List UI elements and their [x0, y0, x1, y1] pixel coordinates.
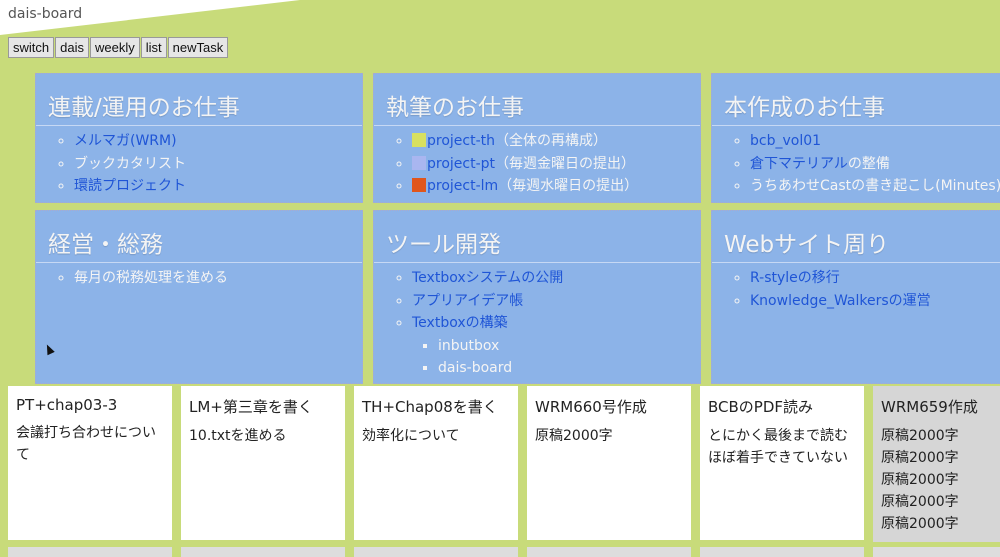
item-link[interactable]: Textboxの構築 — [412, 315, 508, 331]
panel-title: 執筆のお仕事 — [374, 88, 700, 126]
panel-list: メルマガ(WRM) ブックカタリスト環読プロジェクト — [36, 130, 362, 198]
task-title: TH+Chap08を書く — [362, 398, 498, 416]
item-link[interactable]: project-lm — [427, 178, 499, 194]
list-item: Textboxの構築 inbutboxdais-board — [412, 312, 700, 380]
list-item: project-pt（毎週金曜日の提出） — [412, 153, 700, 176]
task-note: とにかく最後まで読む — [708, 428, 848, 444]
list-item: 環読プロジェクト — [74, 175, 362, 198]
item-link[interactable]: Knowledge_Walkersの運営 — [750, 292, 931, 309]
task-card-next-row[interactable] — [873, 547, 1000, 557]
project-th-icon — [412, 133, 426, 147]
task-card-next-row[interactable] — [354, 547, 518, 557]
panel-title: Webサイト周り — [712, 225, 1000, 263]
task-title: WRM660号作成 — [535, 398, 647, 416]
list-item: R-styleの移行 — [750, 267, 1000, 290]
item-text: うちあわせCastの書き起こし(Minutes) — [750, 178, 1000, 194]
task-card[interactable]: TH+Chap08を書く効率化について — [354, 386, 518, 540]
task-note: 効率化について — [362, 428, 460, 444]
task-note: 10.txtを進める — [189, 428, 287, 444]
task-card-next-row[interactable] — [181, 547, 345, 557]
list-button[interactable]: list — [140, 37, 167, 58]
task-card-next-row[interactable] — [700, 547, 864, 557]
panel-list: bcb_vol01 倉下マテリアルの整備うちあわせCastの書き起こし(Minut… — [712, 130, 1000, 198]
panel-management: 経営・総務毎月の税務処理を進める — [35, 210, 363, 384]
panel-title: 経営・総務 — [36, 225, 362, 263]
panel-list: Textboxシステムの公開アプリアイデア帳 Textboxの構築 inbutbox… — [374, 267, 700, 380]
list-item: 毎月の税務処理を進める — [74, 267, 362, 290]
switch-button[interactable]: switch — [8, 37, 55, 58]
item-link[interactable]: R-styleの移行 — [750, 270, 840, 286]
new-task-button[interactable]: newTask — [167, 37, 229, 58]
sub-list: inbutboxdais-board — [412, 335, 700, 380]
project-pt-icon — [412, 155, 426, 170]
header-background — [0, 0, 300, 35]
item-link[interactable]: 環読プロジェクト — [74, 178, 186, 194]
item-text: （毎週水曜日の提出） — [498, 178, 639, 194]
panel-website: Webサイト周り R-styleの移行 Knowledge_Walkersの運営 — [711, 210, 1000, 384]
task-title: PT+chap03-3 — [16, 396, 118, 414]
panel-list: 毎月の税務処理を進める — [36, 267, 362, 290]
task-card[interactable]: PT+chap03-3 会議打ち合わせについて — [8, 386, 172, 540]
panel-tool-dev: ツール開発 Textboxシステムの公開アプリアイデア帳 Textboxの構築 inb… — [373, 210, 701, 384]
panel-title: ツール開発 — [374, 225, 700, 263]
task-card[interactable]: WRM660号作成原稿2000字 — [527, 386, 691, 540]
panel-title: 本作成のお仕事 — [712, 88, 1000, 126]
task-note: 原稿2000字 — [535, 428, 613, 444]
task-title: WRM659作成 — [881, 398, 978, 416]
panel-serial-work: 連載/運用のお仕事メルマガ(WRM) ブックカタリスト環読プロジェクト — [35, 73, 363, 203]
panel-list: R-styleの移行 Knowledge_Walkersの運営 — [712, 267, 1000, 312]
task-note: ほぼ着手できていない — [708, 450, 848, 466]
task-note: 原稿2000字 — [881, 450, 959, 466]
list-item: うちあわせCastの書き起こし(Minutes) — [750, 175, 1000, 198]
item-link[interactable]: project-th — [427, 133, 496, 149]
item-text: 毎月の税務処理を進める — [74, 270, 228, 286]
sub-list-item: dais-board — [438, 357, 700, 380]
task-card-next-row[interactable] — [8, 547, 172, 557]
toolbar: switch dais weekly list newTask — [8, 37, 229, 58]
item-link[interactable]: project-pt — [427, 155, 496, 172]
panel-book-work: 本作成のお仕事 bcb_vol01 倉下マテリアルの整備うちあわせCastの書き起こ… — [711, 73, 1000, 203]
item-text: ブックカタリスト — [74, 155, 186, 172]
task-note: 原稿2000字 — [881, 428, 959, 444]
task-card[interactable]: LM+第三章を書く 10.txtを進める — [181, 386, 345, 540]
task-note: 原稿2000字 — [881, 516, 959, 532]
item-link[interactable]: bcb_vol01 — [750, 133, 822, 149]
task-card-next-row[interactable] — [527, 547, 691, 557]
task-title: LM+第三章を書く — [189, 398, 313, 416]
task-card[interactable]: BCBのPDF読みとにかく最後まで読むほぼ着手できていない — [700, 386, 864, 540]
list-item: bcb_vol01 — [750, 130, 1000, 153]
sub-list-item: inbutbox — [438, 335, 700, 358]
list-item: アプリアイデア帳 — [412, 290, 700, 313]
list-item: Textboxシステムの公開 — [412, 267, 700, 290]
list-item: 倉下マテリアルの整備 — [750, 153, 1000, 176]
task-card[interactable]: WRM659作成原稿2000字原稿2000字原稿2000字原稿2000字原稿20… — [873, 386, 1000, 542]
project-lm-icon — [412, 178, 426, 192]
item-link[interactable]: アプリアイデア帳 — [412, 292, 524, 309]
weekly-button[interactable]: weekly — [89, 37, 140, 58]
task-note: 原稿2000字 — [881, 494, 959, 510]
item-text: の整備 — [847, 155, 890, 172]
task-title: BCBのPDF読み — [708, 398, 814, 416]
task-note: 原稿2000字 — [881, 472, 959, 488]
list-item: project-th（全体の再構成） — [412, 130, 700, 153]
item-link[interactable]: Textboxシステムの公開 — [412, 270, 564, 286]
panel-writing-work: 執筆のお仕事project-th（全体の再構成）project-pt（毎週金曜日… — [373, 73, 701, 203]
list-item: ブックカタリスト — [74, 153, 362, 176]
list-item: project-lm（毎週水曜日の提出） — [412, 175, 700, 198]
dais-button[interactable]: dais — [55, 37, 89, 58]
item-link[interactable]: メルマガ(WRM) — [74, 133, 177, 149]
task-note: 会議打ち合わせについて — [16, 425, 156, 463]
list-item: Knowledge_Walkersの運営 — [750, 290, 1000, 313]
list-item: メルマガ(WRM) — [74, 130, 362, 153]
panel-list: project-th（全体の再構成）project-pt（毎週金曜日の提出）pr… — [374, 130, 700, 198]
item-text: （全体の再構成） — [495, 133, 608, 149]
panel-title: 連載/運用のお仕事 — [36, 88, 362, 126]
item-text: （毎週金曜日の提出） — [495, 155, 636, 172]
item-link[interactable]: 倉下マテリアル — [750, 155, 848, 172]
app-title: dais-board — [8, 6, 83, 22]
